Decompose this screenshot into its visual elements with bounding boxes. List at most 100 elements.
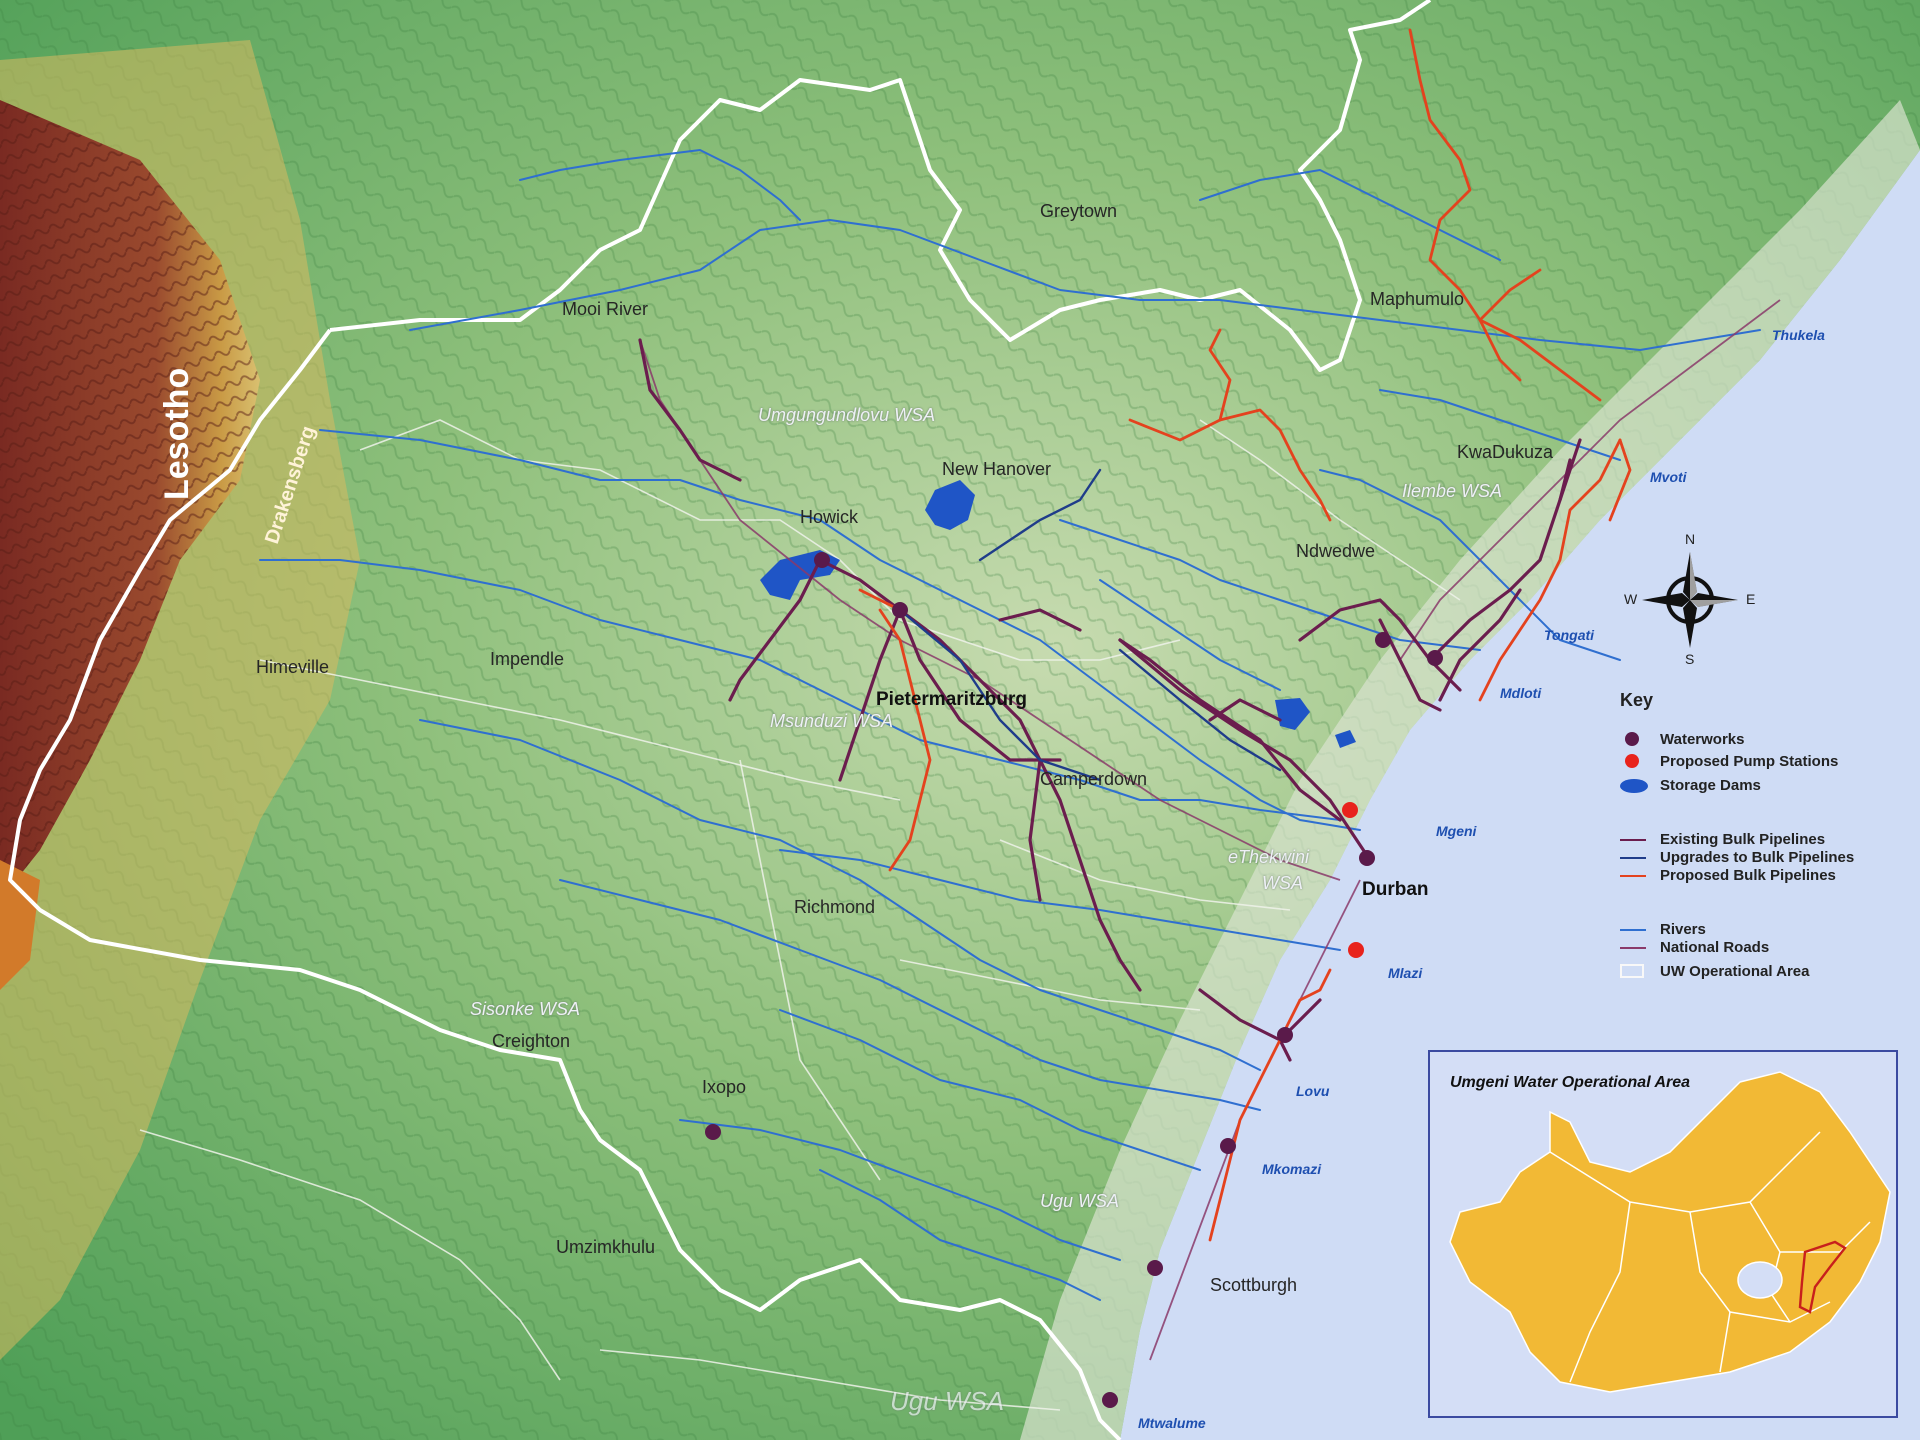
label-river-tongati: Tongati: [1544, 627, 1595, 643]
compass-north: N: [1685, 531, 1696, 547]
legend-item-waterworks: Waterworks: [1620, 730, 1744, 748]
label-river-mdloti: Mdloti: [1500, 685, 1542, 701]
label-river-mtwalume: Mtwalume: [1138, 1415, 1206, 1431]
rivers: [259, 149, 1761, 1301]
label-river-mkomazi: Mkomazi: [1262, 1161, 1322, 1177]
compass-east: E: [1746, 591, 1756, 607]
legend-label: Proposed Bulk Pipelines: [1660, 866, 1836, 884]
inset-map: Umgeni Water Operational Area: [1428, 1050, 1898, 1418]
municipal-boundaries: [139, 419, 1461, 1411]
dam-albert-falls: [925, 480, 975, 530]
label-richmond: Richmond: [794, 897, 876, 917]
label-ethekwini-wsa-2: WSA: [1262, 873, 1304, 893]
pipeline-symbol: [1620, 857, 1646, 859]
label-kwadukuza: KwaDukuza: [1457, 442, 1554, 462]
legend-label: UW Operational Area: [1660, 962, 1810, 980]
label-mooi-river: Mooi River: [562, 299, 649, 319]
label-river-mvoti: Mvoti: [1650, 469, 1687, 485]
waterworks-marker: [814, 552, 830, 568]
label-scottburgh: Scottburgh: [1210, 1275, 1298, 1295]
label-river-mgeni: Mgeni: [1436, 823, 1477, 839]
label-creighton: Creighton: [492, 1031, 571, 1051]
waterworks-marker: [892, 602, 908, 618]
inset-title: Umgeni Water Operational Area: [1450, 1074, 1691, 1091]
waterworks-symbol: [1625, 732, 1639, 746]
legend-label: National Roads: [1660, 938, 1770, 956]
dam-symbol: [1620, 779, 1648, 793]
pipeline-symbol: [1620, 839, 1646, 841]
pump-station-marker: [1348, 942, 1364, 958]
label-river-thukela: Thukela: [1772, 327, 1825, 343]
dam-inanda: [1275, 698, 1310, 730]
compass-west: W: [1624, 591, 1638, 607]
label-camperdown: Camperdown: [1040, 769, 1148, 789]
label-howick: Howick: [800, 507, 859, 527]
proposed-bulk-pipelines: [858, 28, 1632, 1242]
waterworks-marker: [1220, 1138, 1236, 1154]
label-maphumulo: Maphumulo: [1370, 289, 1465, 309]
label-sisonke-wsa: Sisonke WSA: [470, 999, 581, 1019]
south-highland: [0, 860, 40, 990]
coastal-lowland: [1020, 100, 1920, 1440]
label-new-hanover: New Hanover: [942, 459, 1052, 479]
compass-rose: [1642, 552, 1738, 648]
label-river-lovu: Lovu: [1296, 1083, 1330, 1099]
waterworks-marker: [1427, 650, 1443, 666]
waterworks-marker: [1359, 850, 1375, 866]
map-legend: Key Waterworks Proposed Pump Stations St…: [1620, 690, 1900, 980]
legend-item-pump-stations: Proposed Pump Stations: [1620, 752, 1838, 770]
waterworks-marker: [1375, 632, 1391, 648]
label-greytown: Greytown: [1040, 201, 1118, 221]
river-symbol: [1620, 929, 1646, 931]
pump-station-symbol: [1625, 754, 1639, 768]
pump-stations: [1342, 802, 1364, 958]
waterworks-marker: [1277, 1027, 1293, 1043]
legend-title: Key: [1620, 690, 1654, 710]
label-lesotho: Lesotho: [158, 367, 196, 500]
legend-item-existing-pipelines: Existing Bulk Pipelines: [1620, 830, 1825, 848]
label-msunduzi-wsa: Msunduzi WSA: [770, 711, 894, 731]
waterworks-marker: [1102, 1392, 1118, 1408]
upgrade-bulk-pipelines: [898, 468, 1282, 782]
legend-item-operational-area: UW Operational Area: [1620, 962, 1809, 980]
legend-item-storage-dams: Storage Dams: [1620, 776, 1761, 794]
label-ethekwini-wsa-1: eThekwini: [1228, 847, 1310, 867]
legend-label: Existing Bulk Pipelines: [1660, 830, 1826, 848]
label-himeville: Himeville: [256, 657, 330, 677]
legend-label: Storage Dams: [1660, 776, 1761, 794]
pipeline-symbol: [1620, 875, 1646, 877]
legend-label: Rivers: [1660, 920, 1706, 938]
label-pietermaritzburg: Pietermaritzburg: [876, 689, 1027, 710]
label-river-mlazi: Mlazi: [1388, 965, 1423, 981]
legend-label: Upgrades to Bulk Pipelines: [1660, 848, 1855, 866]
existing-bulk-pipelines: [638, 338, 1582, 1062]
label-ilembe-wsa: Ilembe WSA: [1402, 481, 1503, 501]
pump-station-marker: [1342, 802, 1358, 818]
legend-item-proposed-pipelines: Proposed Bulk Pipelines: [1620, 866, 1836, 884]
label-ixopo: Ixopo: [702, 1077, 747, 1097]
dam-hazelmere: [1335, 730, 1356, 748]
inset-lesotho: [1737, 1261, 1783, 1299]
label-umgungundlovu-wsa: Umgungundlovu WSA: [758, 405, 936, 425]
waterworks: [705, 552, 1443, 1408]
label-ugu-wsa: Ugu WSA: [1040, 1191, 1120, 1211]
legend-label: Proposed Pump Stations: [1660, 752, 1839, 770]
area-symbol: [1620, 964, 1644, 978]
label-durban: Durban: [1362, 879, 1429, 900]
operational-boundary: [8, 0, 1432, 1440]
road-symbol: [1620, 947, 1646, 949]
label-umzimkhulu: Umzimkhulu: [556, 1237, 656, 1257]
label-ndwedwe: Ndwedwe: [1296, 541, 1376, 561]
legend-item-upgrade-pipelines: Upgrades to Bulk Pipelines: [1620, 848, 1854, 866]
inset-canvas: [1449, 1071, 1891, 1393]
compass-south: S: [1685, 651, 1695, 667]
waterworks-marker: [1147, 1260, 1163, 1276]
legend-label: Waterworks: [1660, 730, 1745, 748]
label-impendle: Impendle: [490, 649, 565, 669]
inset-operational-area: [1798, 1240, 1847, 1314]
legend-item-rivers: Rivers: [1620, 920, 1706, 938]
waterworks-marker: [705, 1124, 721, 1140]
label-ugu-wsa-large: Ugu WSA: [890, 1386, 1005, 1416]
